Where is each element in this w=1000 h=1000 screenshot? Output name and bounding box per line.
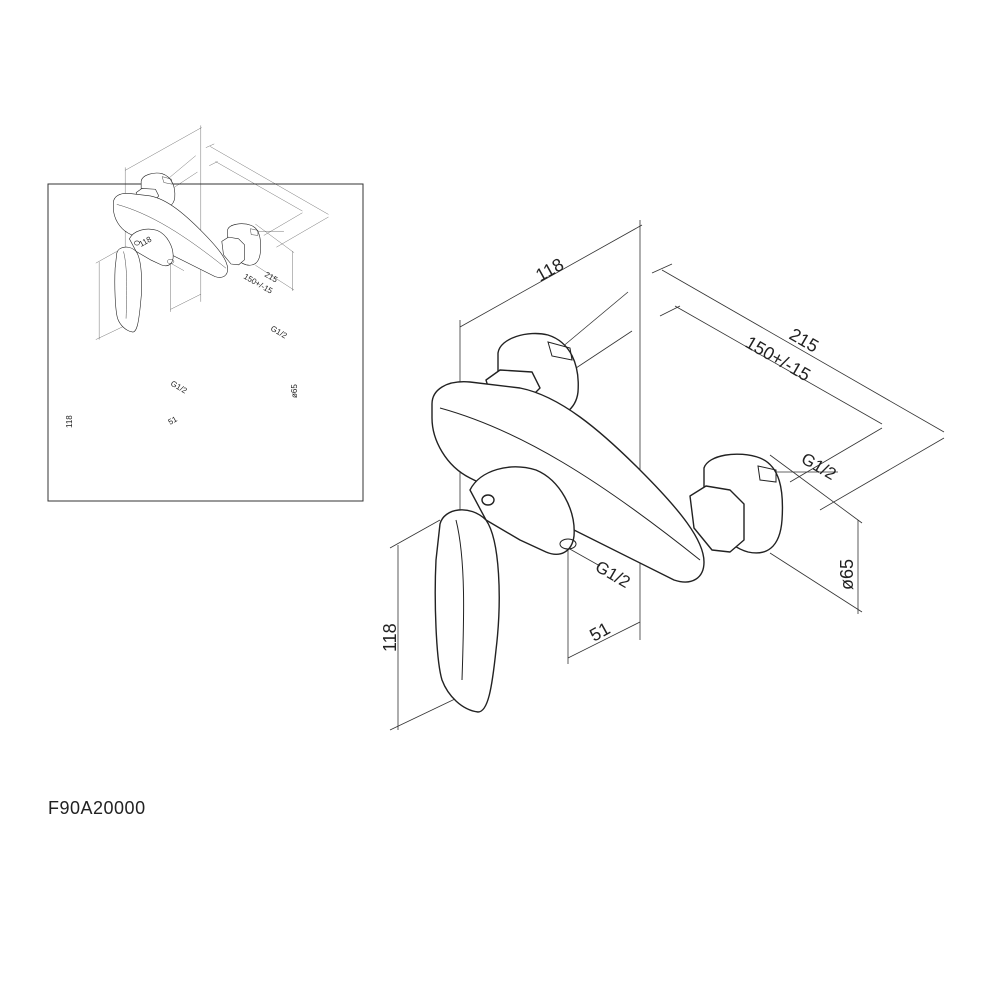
- valve-body: [431, 381, 705, 583]
- dim-outlet-offset: 51: [586, 618, 613, 645]
- thumb-dim-thread-bottom: G1/2: [169, 379, 189, 396]
- thumbnail-frame: [47, 183, 364, 502]
- dim-overall-width: 215: [786, 324, 822, 356]
- thumbnail-labels: 118 215 150+/-15 G1/2 ø65 G1/2 51 118: [65, 234, 299, 428]
- thumb-lever-handle: [114, 246, 142, 333]
- thumb-dim-outlet: 51: [167, 414, 180, 426]
- model-code: F90A20000: [48, 798, 146, 818]
- dim-flange-diameter: ø65: [837, 559, 857, 590]
- thumb-dimension-lines: [95, 125, 329, 340]
- thumbnail-view: [95, 125, 329, 340]
- dim-thread-side: G1/2: [798, 449, 839, 484]
- dim-handle-height: 118: [380, 623, 400, 652]
- thumb-dim-handle-height: 118: [65, 415, 74, 428]
- dim-depth-top: 118: [532, 254, 567, 285]
- main-view: [389, 220, 945, 731]
- thumb-dim-flange: ø65: [290, 384, 299, 398]
- thumb-valve-body: [113, 193, 228, 278]
- dim-thread-bottom: G1/2: [592, 557, 633, 592]
- lever-handle: [434, 509, 500, 713]
- thumb-dim-thread-side: G1/2: [269, 324, 289, 341]
- thumbnail-geometry: [95, 125, 329, 340]
- cartridge-housing: [469, 466, 577, 555]
- thumb-side-flange: [221, 223, 261, 266]
- thumb-cartridge-housing: [129, 228, 175, 267]
- side-flange: [689, 453, 784, 554]
